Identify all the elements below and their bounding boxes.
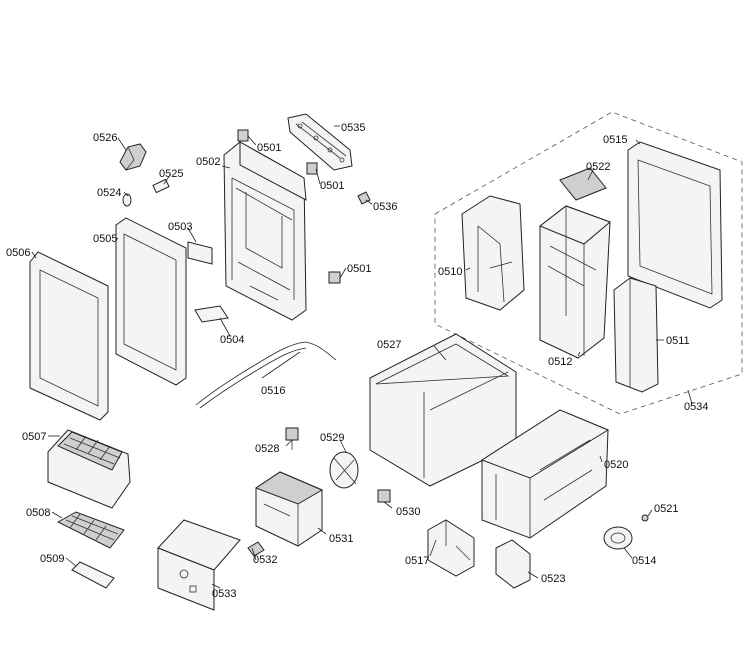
label-0502: 0502 [196,156,220,168]
part-0517-auger [427,519,475,577]
label-0523: 0523 [541,573,565,585]
part-0514-motor [603,526,633,550]
label-0507: 0507 [22,431,46,443]
label-0526: 0526 [93,132,117,144]
label-0512: 0512 [548,356,572,368]
part-0529-motor [329,451,359,489]
part-0532-plug [247,541,265,557]
label-0529: 0529 [320,432,344,444]
part-0515-door [627,141,723,309]
label-0524: 0524 [97,187,121,199]
label-0501-c: 0501 [347,263,371,275]
part-0507-tray [47,429,131,509]
leader-lines [31,125,693,589]
part-0526-knob [119,143,147,171]
part-0501-clip-b [306,162,318,175]
label-0511: 0511 [666,335,690,347]
label-0504: 0504 [220,334,244,346]
part-0501-clip-c [328,271,341,284]
label-0535: 0535 [341,122,365,134]
part-0523-plate [495,539,531,589]
part-0530-switch [377,489,391,503]
label-0510: 0510 [438,266,462,278]
label-0516: 0516 [261,385,285,397]
part-0506-frame [29,251,109,421]
label-0527: 0527 [377,339,401,351]
label-0501-b: 0501 [320,180,344,192]
part-0508-grate [56,511,125,549]
part-0509-insert [71,561,115,589]
part-0501-clip-a [237,129,249,142]
label-0515: 0515 [603,134,627,146]
label-0517: 0517 [405,555,429,567]
part-0502-housing [223,141,307,321]
part-0504-insert [194,305,229,323]
label-0525: 0525 [159,168,183,180]
part-0533-cover [157,519,241,611]
part-0522-cover [559,167,607,201]
part-0536-clip [357,191,371,205]
label-0532: 0532 [253,554,277,566]
label-0503: 0503 [168,221,192,233]
label-0505: 0505 [93,233,117,245]
label-0533: 0533 [212,588,236,600]
label-0506: 0506 [6,247,30,259]
label-0528: 0528 [255,443,279,455]
label-0508: 0508 [26,507,50,519]
part-0524-bulb [122,193,132,207]
label-0501-a: 0501 [257,142,281,154]
label-0509: 0509 [40,553,64,565]
part-0505-frame [115,217,187,386]
label-0534: 0534 [684,401,708,413]
label-0521: 0521 [654,503,678,515]
part-0525-socket [152,178,170,194]
part-0512-evaporator [539,205,611,359]
part-0535-board [287,113,353,171]
part-0511-panel [613,277,659,393]
label-0536: 0536 [373,201,397,213]
label-0520: 0520 [604,459,628,471]
part-0521-screw [641,514,649,522]
part-0520-bucket [480,409,610,539]
label-0531: 0531 [329,533,353,545]
label-0522: 0522 [586,161,610,173]
label-0530: 0530 [396,506,420,518]
label-0514: 0514 [632,555,656,567]
part-0528-sensor [285,427,299,450]
part-0510-housing [461,195,525,311]
part-0531-housing [254,471,324,547]
part-0503-bracket [187,241,213,265]
part-0516-harness [195,341,337,409]
